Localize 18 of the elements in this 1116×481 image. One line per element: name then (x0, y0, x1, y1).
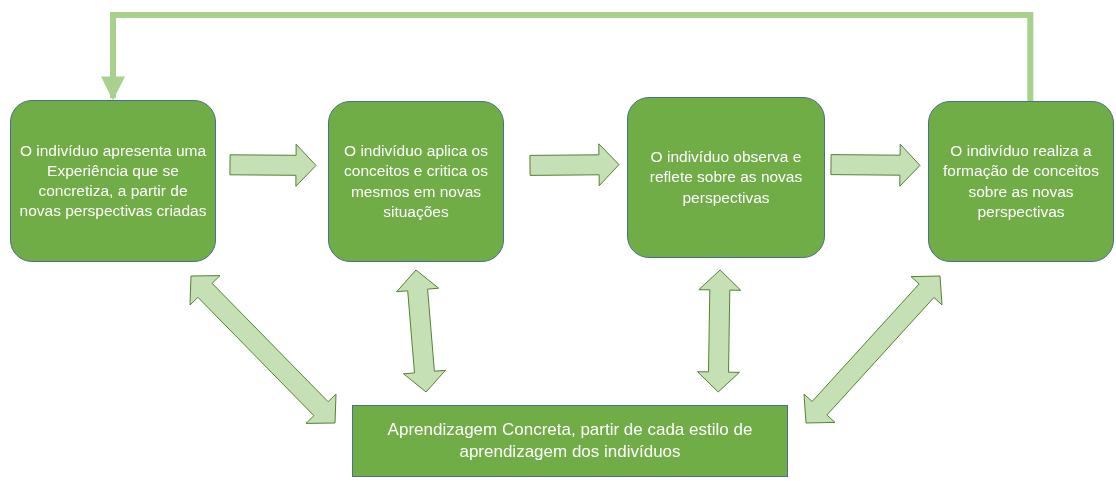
process-box (328, 101, 504, 262)
double-block-arrow (189, 275, 337, 424)
process-box (10, 100, 216, 262)
box-text: O indivíduo observa e reflete sobre as novas perspectivas (648, 147, 804, 208)
process-box (627, 97, 825, 258)
double-block-arrow (803, 275, 943, 424)
double-block-arrow (697, 269, 742, 393)
box-text: O indivíduo realiza a formação de conceitos sobre as novas perspectivas (942, 141, 1100, 222)
block-arrow (529, 143, 620, 187)
summary-box (352, 405, 788, 477)
block-arrow (229, 143, 317, 187)
box-text: Aprendizagem Concreta, partir de cada estilo de aprendizagem dos indivíduos (386, 418, 754, 463)
box-text: O indivíduo apresenta uma Experiência que se concretiza, a partir de novas perspectivas criadas (19, 140, 207, 222)
process-box (928, 101, 1114, 262)
feedback-arrow (101, 12, 1034, 101)
double-block-arrow (396, 269, 446, 393)
block-arrow (830, 143, 921, 187)
box-text: O indivíduo aplica os conceitos e critica os mesmos em novas situações (343, 141, 489, 222)
